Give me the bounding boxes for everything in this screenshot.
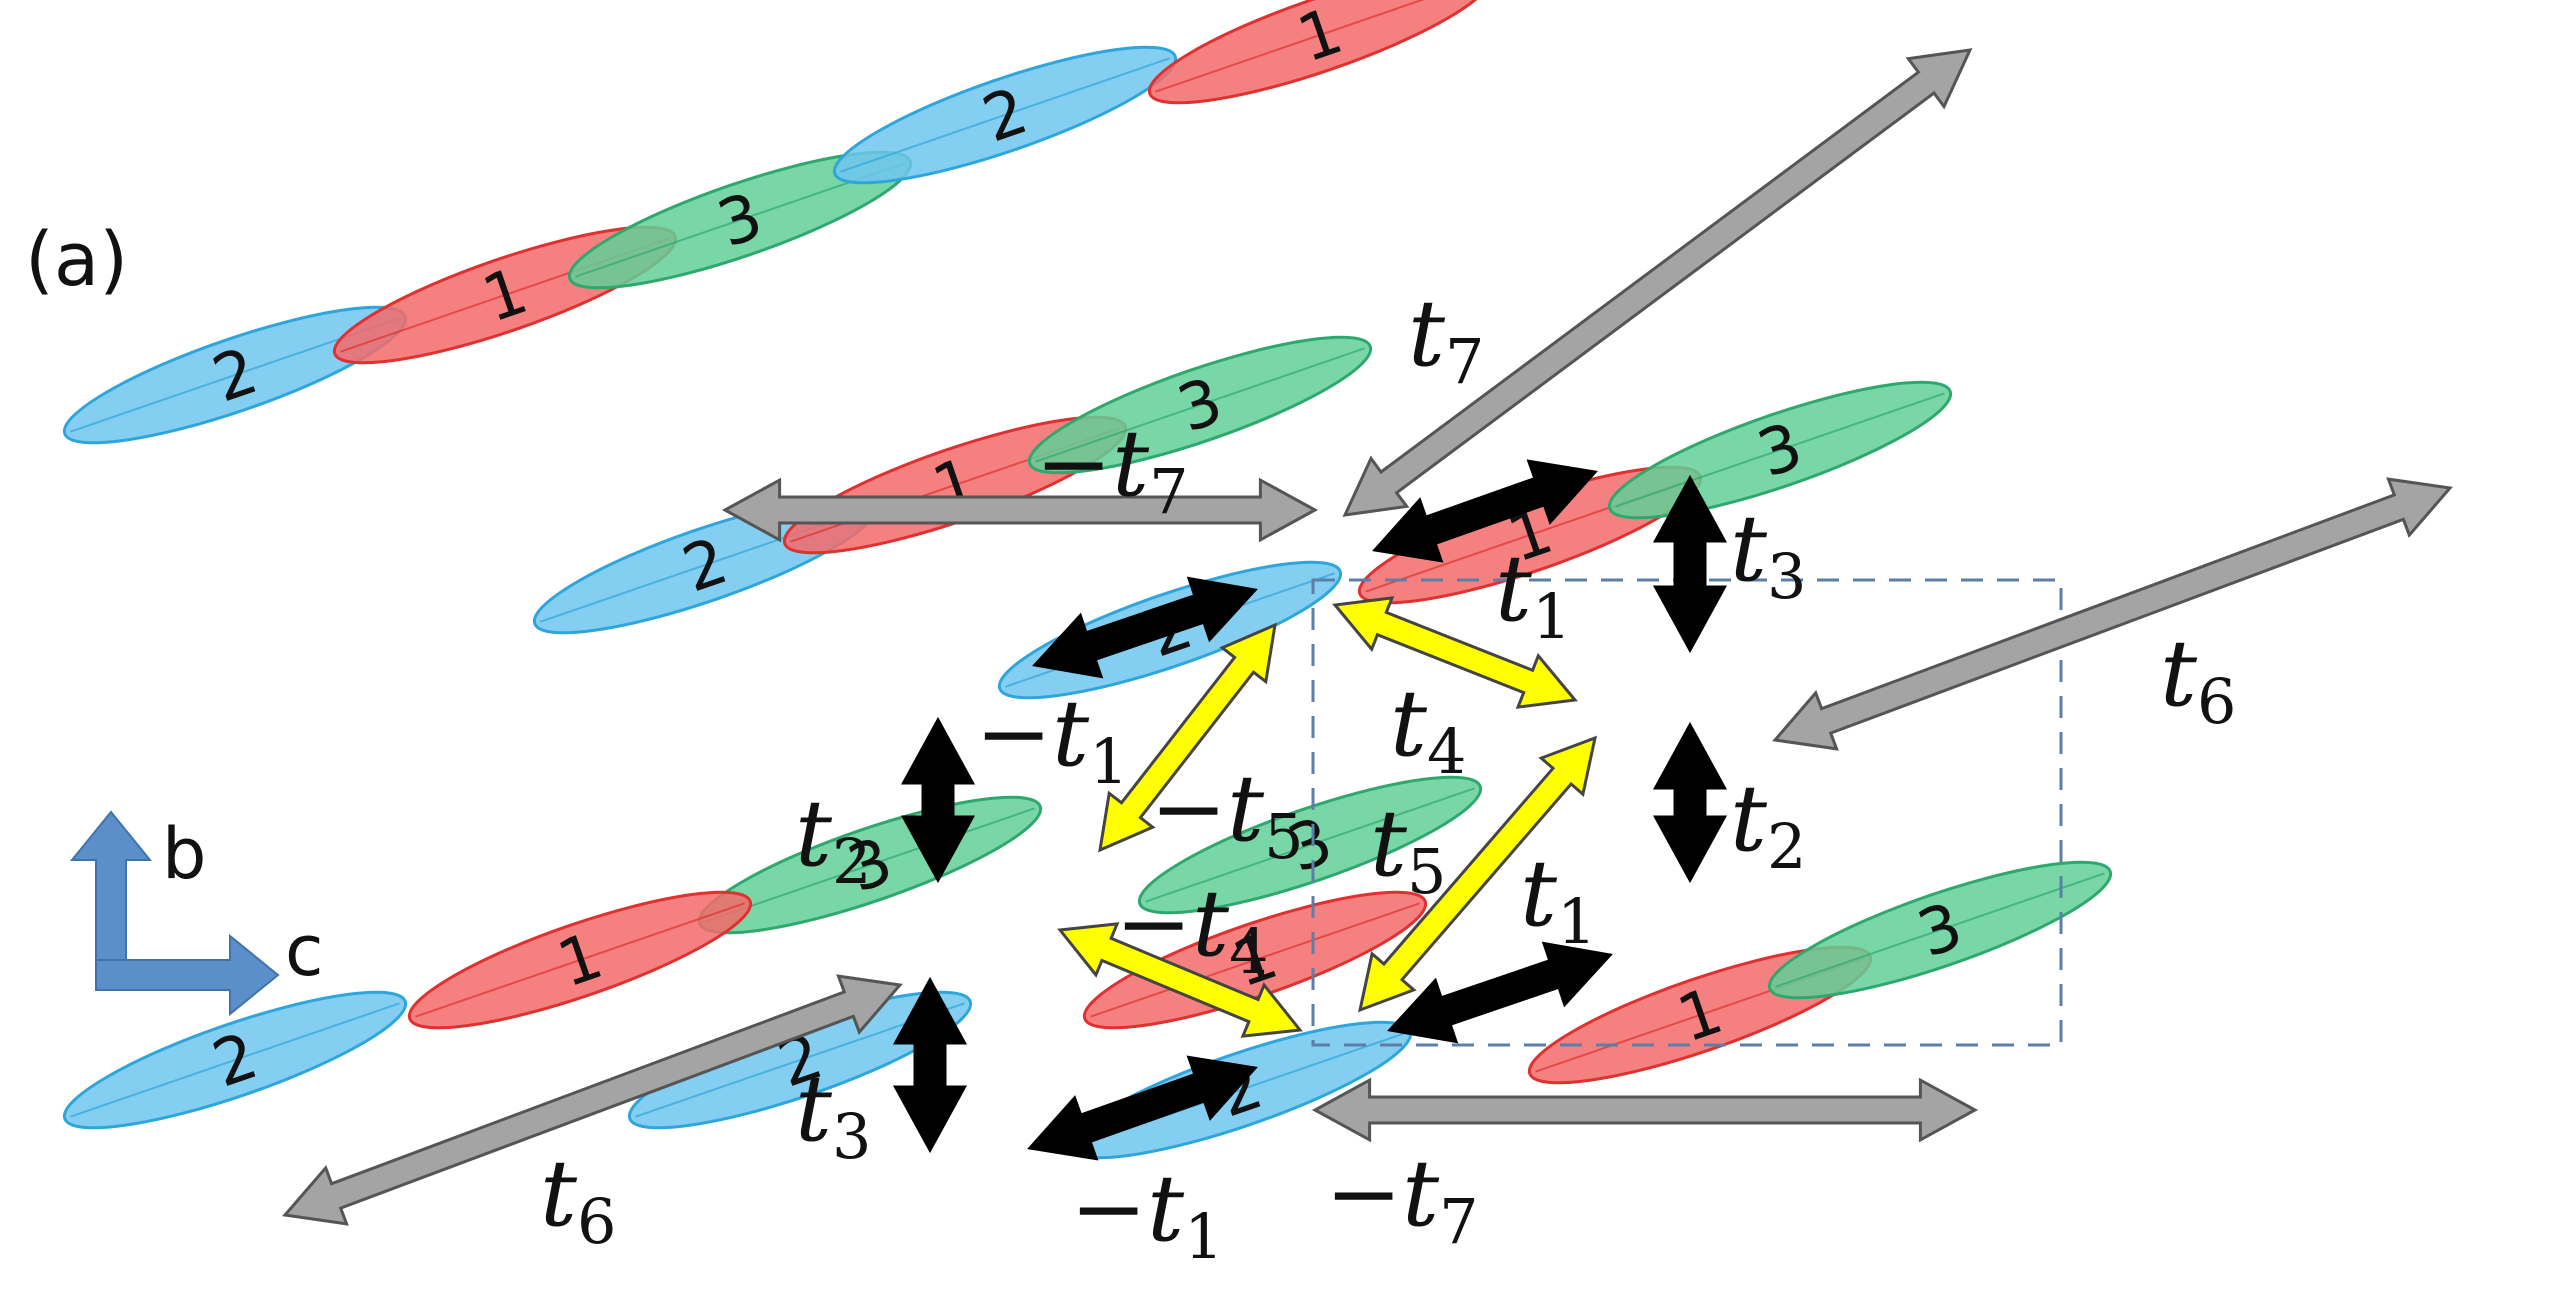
black-arrow-t2-left (900, 716, 976, 884)
hop-label-neg-t4: −t4 (1115, 870, 1269, 988)
molecule-1: 1 (1082, 890, 1428, 1030)
molecule-2: 2 (62, 305, 408, 445)
hopping-arrow-layer (282, 48, 2453, 1226)
molecule-2: 2 (62, 990, 408, 1130)
gray-arrow-neg-t7 (721, 477, 1319, 543)
molecule-3: 3 (567, 150, 913, 290)
black-arrow-t3-left (892, 976, 968, 1154)
label-layer: t7 −t7 t1 t3 t6 −t1 t4 −t5 t2 t5 t1 t2 −t4 t3 t6 −t1 −t7… (25, 217, 2236, 1273)
molecule-3: 3 (1767, 860, 2113, 1000)
black-arrow-t1-upper (1372, 459, 1598, 563)
axis-indicator: bc (69, 810, 324, 1017)
hop-label-t5: t5 (1370, 790, 1446, 908)
hop-label-t6-left: t6 (540, 1140, 616, 1258)
black-arrow-t3-right (1652, 474, 1728, 654)
molecule-2: 2 (832, 45, 1178, 185)
yellow-arrow-neg-t4 (1057, 922, 1303, 1038)
gray-arrow-t6-left (282, 974, 903, 1226)
hop-label-t3-left: t3 (795, 1055, 871, 1173)
gray-arrow-t6-right (1772, 477, 2453, 751)
hop-label-t4: t4 (1390, 670, 1466, 788)
hop-label-neg-t7-top: −t7 (1035, 410, 1189, 528)
hop-label-t6-right: t6 (2160, 620, 2236, 738)
black-arrow-neg-t1-upper (1032, 576, 1258, 679)
black-arrow-t2-right (1652, 721, 1728, 884)
panel-label: (a) (25, 217, 128, 303)
black-arrow-t1-lower (1387, 941, 1613, 1044)
molecule-layer: 21321213213312312213 (62, 0, 2113, 1160)
hop-label-neg-t1-lower: −t1 (1070, 1155, 1224, 1273)
black-arrow-neg-t1-lower (1027, 1055, 1258, 1161)
molecule-3: 3 (1137, 775, 1483, 915)
gray-arrow-t7 (1342, 48, 1973, 517)
c-axis-arrow-icon (95, 933, 280, 1017)
hop-label-neg-t7-bottom: −t7 (1325, 1140, 1479, 1258)
yellow-arrow-t5 (1357, 735, 1598, 1013)
hop-label-t2-left: t2 (795, 780, 871, 898)
hop-label-neg-t1-upper: −t1 (975, 680, 1129, 798)
hop-label-t1-upper: t1 (1495, 535, 1571, 653)
molecule-3: 3 (1027, 335, 1373, 475)
molecule-1: 1 (1147, 0, 1493, 105)
hop-label-t2-right: t2 (1730, 765, 1806, 883)
molecule-1: 1 (407, 890, 753, 1030)
yellow-arrow-t4 (1332, 596, 1578, 709)
gray-arrow-neg-t7-bottom (1311, 1077, 1979, 1143)
hop-label-t3-right: t3 (1730, 495, 1806, 613)
b-axis-label: b (162, 813, 206, 895)
yellow-arrow-neg-t5 (1098, 622, 1277, 853)
c-axis-label: c (285, 910, 324, 992)
hop-label-neg-t5: −t5 (1150, 755, 1304, 873)
hop-label-t1-lower: t1 (1520, 840, 1596, 958)
molecule-3: 3 (1607, 380, 1953, 520)
hop-label-t7: t7 (1408, 280, 1484, 398)
